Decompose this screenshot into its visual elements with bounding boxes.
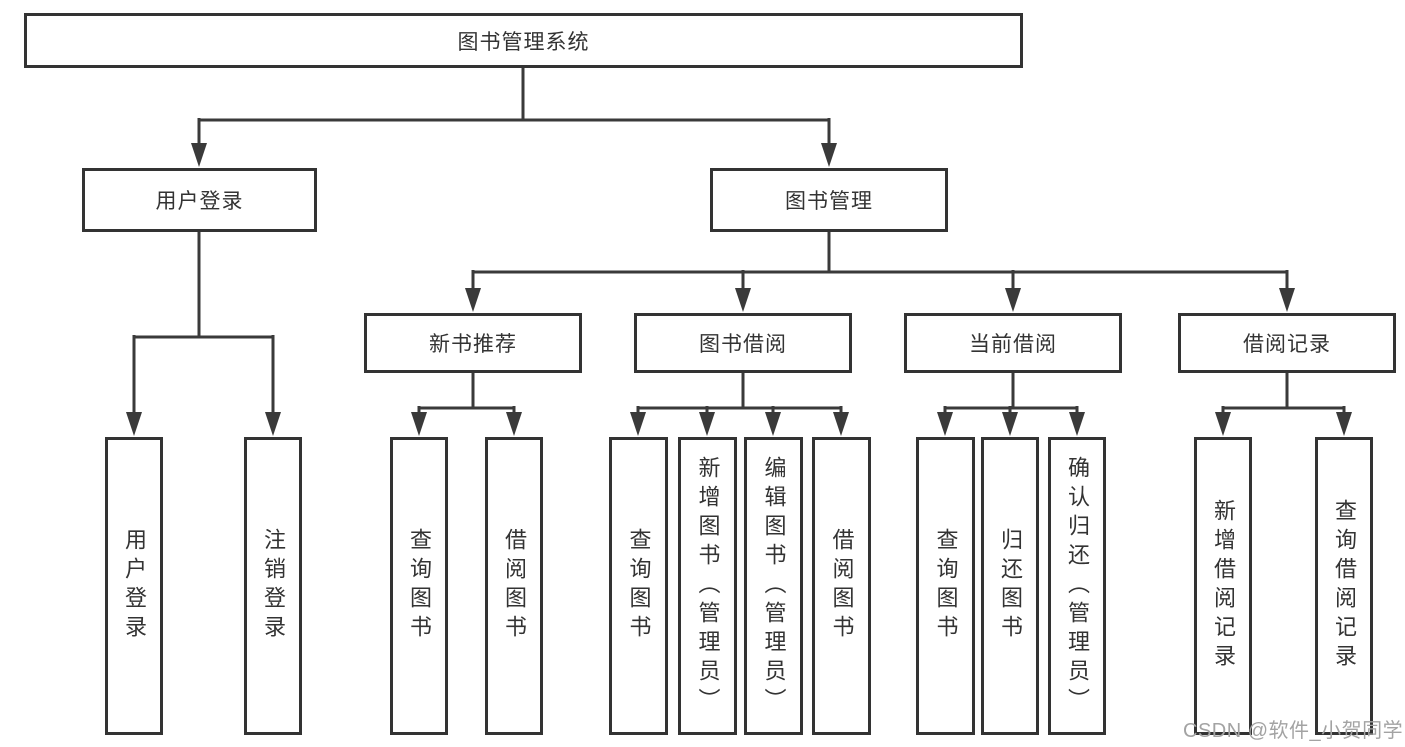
leaf-add-borrow-record: 新增借阅记录 [1194, 437, 1252, 735]
leaf-logout: 注销登录 [244, 437, 302, 735]
leaf-query-borrow-record-label: 查询借阅记录 [1332, 499, 1357, 673]
arrow-down-icon [126, 412, 142, 436]
leaf-query-books-current: 查询图书 [916, 437, 975, 735]
leaf-confirm-return-admin-label: 确认归还（管理员） [1065, 455, 1090, 717]
leaf-query-books-borrow-label: 查询图书 [626, 528, 652, 644]
arrow-down-icon [735, 288, 751, 312]
leaf-borrow-books-label: 借阅图书 [829, 528, 855, 644]
arrow-down-icon [833, 412, 849, 436]
arrow-down-icon [1336, 412, 1352, 436]
node-book-borrow-label: 图书借阅 [699, 333, 787, 356]
leaf-add-book-admin-label: 新增图书（管理员） [695, 455, 721, 717]
leaf-query-books-borrow: 查询图书 [609, 437, 668, 735]
arrow-down-icon [1279, 288, 1295, 312]
leaf-return-books: 归还图书 [981, 437, 1039, 735]
arrow-down-icon [699, 412, 715, 436]
node-book-borrow: 图书借阅 [634, 313, 852, 373]
node-user-login: 用户登录 [82, 168, 317, 232]
node-current-borrow: 当前借阅 [904, 313, 1122, 373]
arrow-down-icon [630, 412, 646, 436]
arrow-down-icon [265, 412, 281, 436]
leaf-edit-book-admin-label: 编辑图书（管理员） [761, 455, 787, 717]
node-new-book-recommend: 新书推荐 [364, 313, 582, 373]
arrow-down-icon [937, 412, 953, 436]
node-book-management-label: 图书管理 [785, 190, 873, 213]
leaf-user-login-label: 用户登录 [122, 528, 147, 644]
arrow-down-icon [1005, 288, 1021, 312]
leaf-query-books-recommend: 查询图书 [390, 437, 448, 735]
arrow-down-icon [1002, 412, 1018, 436]
node-borrow-records-label: 借阅记录 [1243, 333, 1331, 356]
arrow-down-icon [411, 412, 427, 436]
leaf-return-books-label: 归还图书 [998, 528, 1023, 644]
arrow-down-icon [1215, 412, 1231, 436]
arrow-down-icon [821, 143, 837, 167]
node-root-label: 图书管理系统 [457, 30, 590, 54]
leaf-logout-label: 注销登录 [261, 528, 286, 644]
leaf-borrow-books: 借阅图书 [812, 437, 871, 735]
leaf-edit-book-admin: 编辑图书（管理员） [744, 437, 803, 735]
node-user-login-label: 用户登录 [155, 190, 244, 213]
arrow-down-icon [191, 143, 207, 167]
node-current-borrow-label: 当前借阅 [969, 333, 1057, 356]
arrow-down-icon [465, 288, 481, 312]
leaf-query-books-current-label: 查询图书 [933, 528, 959, 644]
arrow-down-icon [506, 412, 522, 436]
leaf-add-borrow-record-label: 新增借阅记录 [1211, 499, 1236, 673]
node-root: 图书管理系统 [24, 13, 1023, 68]
leaf-user-login: 用户登录 [105, 437, 163, 735]
leaf-query-books-recommend-label: 查询图书 [407, 528, 432, 644]
leaf-borrow-books-recommend-label: 借阅图书 [502, 528, 527, 644]
leaf-query-borrow-record: 查询借阅记录 [1315, 437, 1373, 735]
node-new-book-recommend-label: 新书推荐 [429, 333, 517, 356]
node-book-management: 图书管理 [710, 168, 948, 232]
node-borrow-records: 借阅记录 [1178, 313, 1396, 373]
csdn-watermark: CSDN @软件_小贺同学 [1183, 720, 1404, 742]
leaf-confirm-return-admin: 确认归还（管理员） [1048, 437, 1106, 735]
arrow-down-icon [1069, 412, 1085, 436]
leaf-add-book-admin: 新增图书（管理员） [678, 437, 737, 735]
arrow-down-icon [765, 412, 781, 436]
leaf-borrow-books-recommend: 借阅图书 [485, 437, 543, 735]
